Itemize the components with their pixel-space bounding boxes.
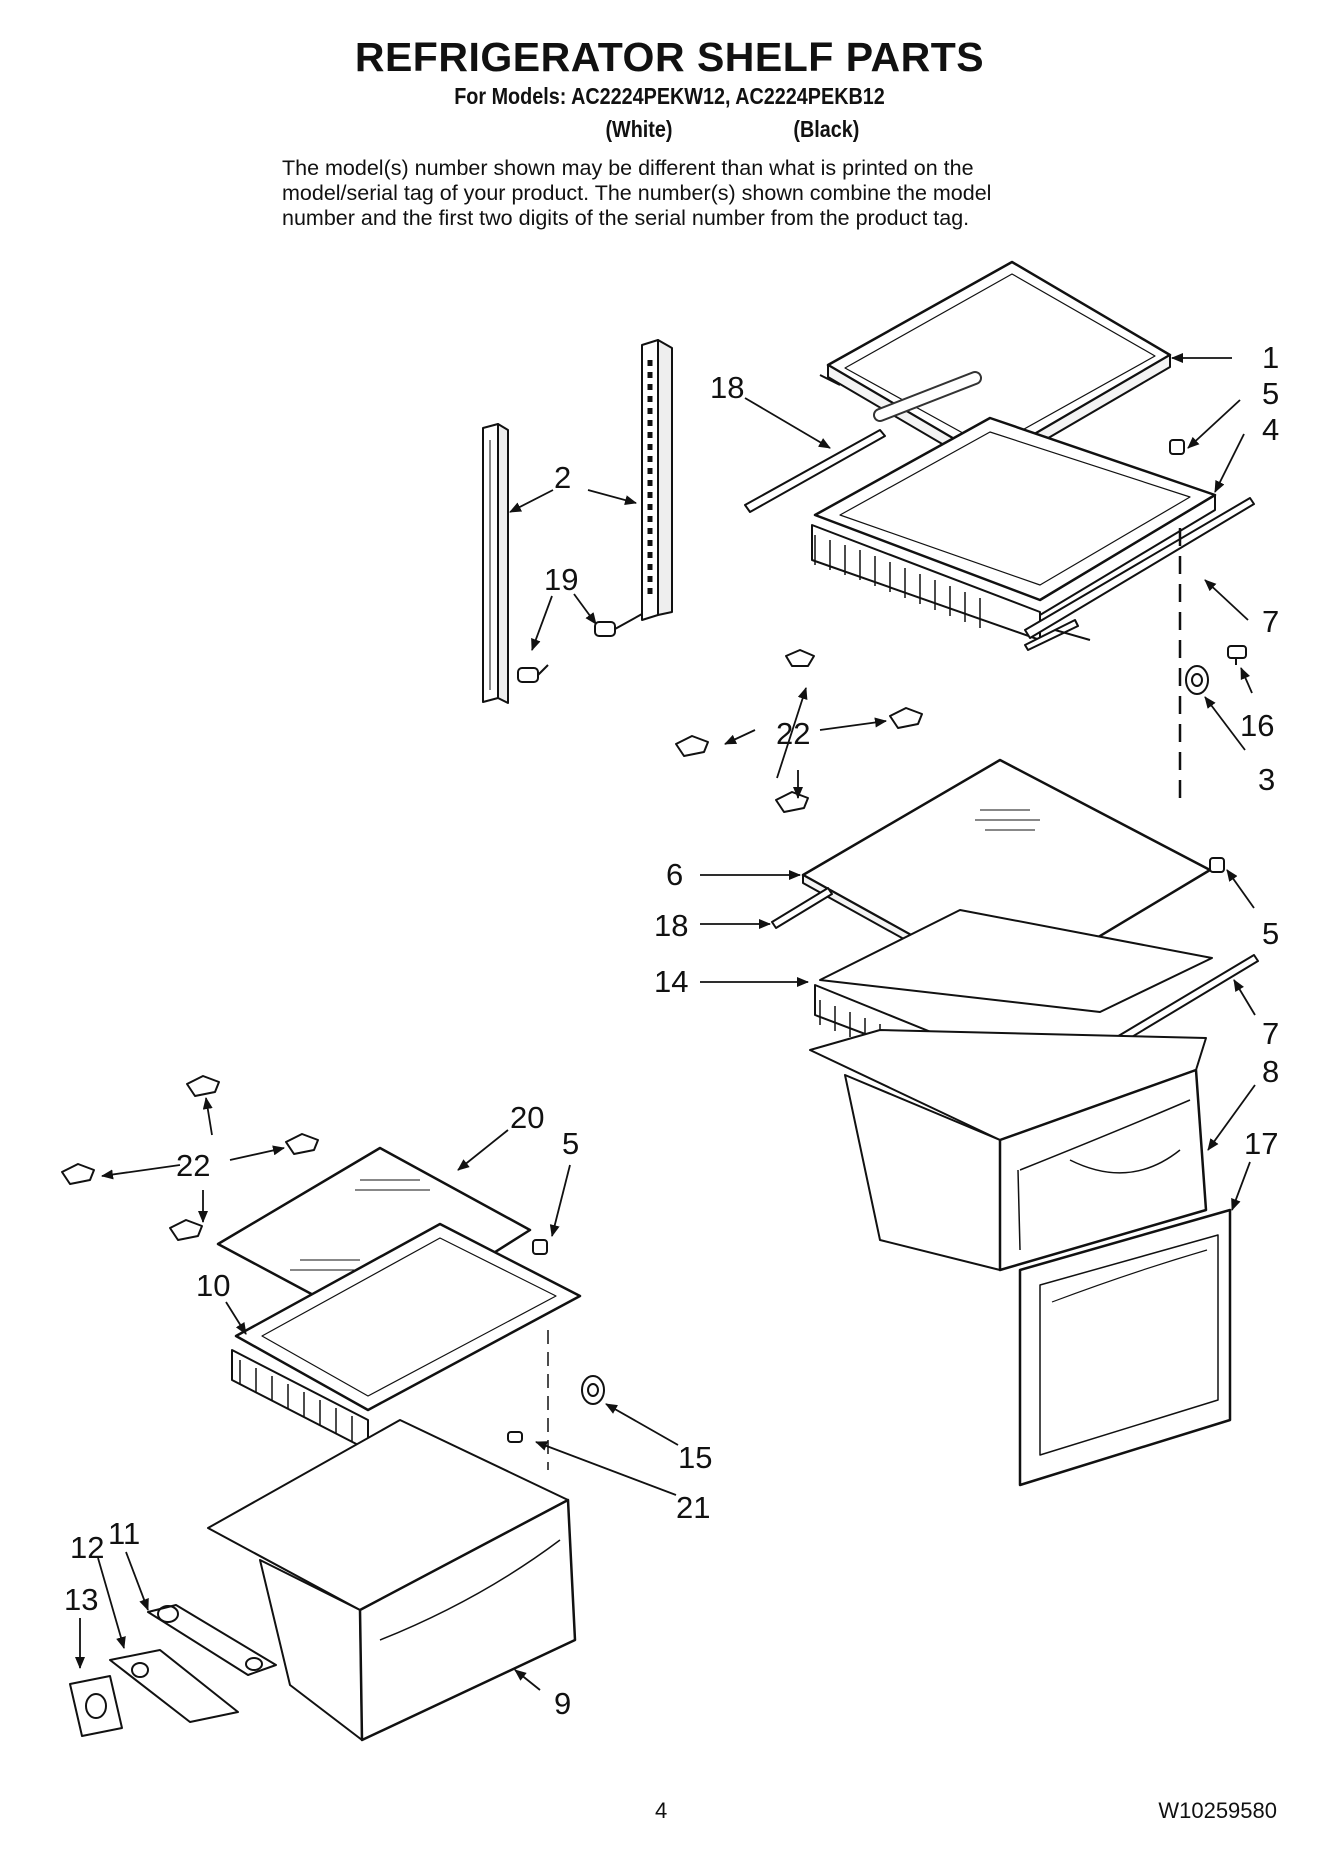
crisper-frame-4	[811, 416, 1217, 641]
callout-4: 4	[1262, 412, 1279, 447]
callout-5-top: 5	[1262, 376, 1279, 411]
callout-8: 8	[1262, 1054, 1279, 1089]
callout-17: 17	[1244, 1126, 1278, 1161]
leader-lines	[75, 353, 1256, 1691]
callout-16: 16	[1240, 708, 1274, 743]
callout-22-lower: 22	[176, 1148, 210, 1183]
note-line: The model(s) number shown may be differe…	[282, 156, 974, 180]
callout-1: 1	[1262, 340, 1279, 375]
variant-black: (Black)	[793, 116, 860, 142]
clip-5c	[532, 1239, 548, 1255]
callout-labels: 1 2 3 4 5 5 5 6 7 7 8 9 10 11 12 13 14 1…	[64, 340, 1279, 1721]
crisper-drawer-9	[207, 1419, 577, 1742]
clip-22-lower	[61, 1075, 319, 1241]
humidity-control-11	[147, 1604, 277, 1676]
callout-18-top: 18	[710, 370, 744, 405]
callout-5-lower: 5	[562, 1126, 579, 1161]
callout-10: 10	[196, 1268, 230, 1303]
washer-3	[1185, 665, 1209, 695]
clip-5a	[1169, 439, 1185, 455]
note-line: number and the first two digits of the s…	[282, 206, 970, 230]
clip-22-upper	[675, 649, 923, 813]
callout-11: 11	[108, 1516, 140, 1551]
trim-strip-18a	[744, 429, 886, 513]
page-title: REFRIGERATOR SHELF PARTS	[354, 34, 985, 80]
screw-19b	[517, 664, 549, 683]
shelf-rod	[873, 371, 982, 422]
callout-7-top: 7	[1262, 604, 1279, 639]
humidity-slide-12	[109, 1649, 239, 1723]
callout-7-lower: 7	[1262, 1016, 1279, 1051]
callout-18-lower: 18	[654, 908, 688, 943]
model-number-note: The model(s) number shown may be differe…	[282, 156, 1102, 231]
callout-12: 12	[70, 1530, 104, 1565]
clip-5b	[1209, 857, 1225, 873]
callout-6: 6	[666, 857, 683, 892]
callout-21: 21	[676, 1490, 710, 1525]
callout-15: 15	[678, 1440, 712, 1475]
page-number: 4	[655, 1798, 668, 1823]
header: REFRIGERATOR SHELF PARTS For Models: AC2…	[0, 34, 1339, 110]
models-line: For Models: AC2224PEKW12, AC2224PEKB12	[454, 83, 885, 109]
shelf-rail-right	[641, 339, 673, 621]
screw-21	[507, 1431, 523, 1443]
shelf-slide-7-lower	[1024, 619, 1091, 651]
trim-strip-18b	[771, 887, 833, 929]
document-number: W10259580	[1158, 1798, 1277, 1823]
shelf-rail-left	[482, 423, 509, 704]
note-line: model/serial tag of your product. The nu…	[282, 181, 992, 205]
callout-22-upper: 22	[776, 716, 810, 751]
screw-19a	[594, 613, 643, 637]
screw-16	[1227, 645, 1247, 665]
callout-14: 14	[654, 964, 688, 999]
humidity-knob-13	[69, 1675, 123, 1737]
crisper-frame-10	[231, 1222, 582, 1451]
callout-13: 13	[64, 1582, 98, 1617]
pantry-drawer-8	[809, 1029, 1208, 1272]
callout-5-middle: 5	[1262, 916, 1279, 951]
callout-19: 19	[544, 562, 578, 597]
callout-2: 2	[554, 460, 571, 495]
callout-3: 3	[1258, 762, 1275, 797]
callout-9: 9	[554, 1686, 571, 1721]
washer-15	[581, 1375, 605, 1405]
shelf-slide-7a	[1024, 497, 1255, 639]
color-variants: (White) (Black)	[0, 116, 1339, 146]
drawer-front-17	[1018, 1208, 1232, 1487]
variant-white: (White)	[605, 116, 673, 142]
callout-20: 20	[510, 1100, 544, 1135]
